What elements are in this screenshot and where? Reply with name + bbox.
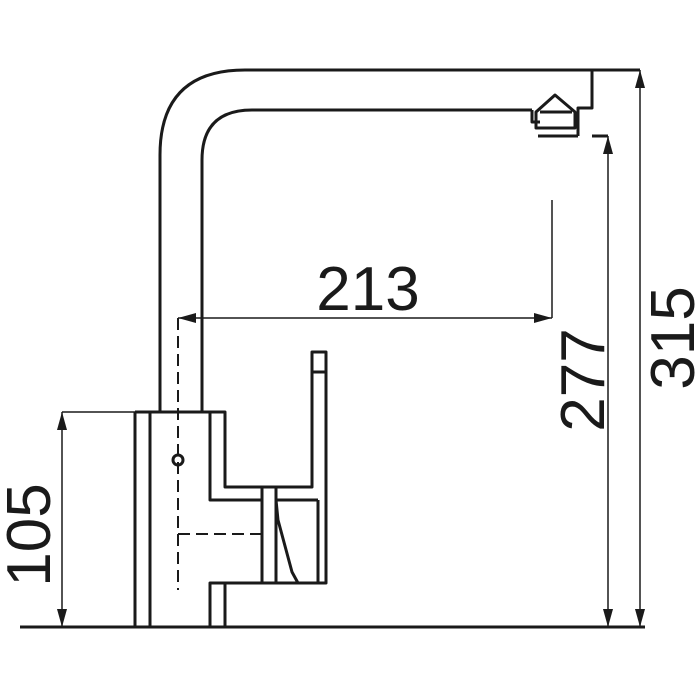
- faucet-outline: [20, 68, 645, 629]
- pivot-point: [171, 453, 185, 467]
- arrow-top: [635, 70, 645, 88]
- dimension-body-height: 105: [0, 411, 135, 627]
- arrow-top: [57, 412, 67, 430]
- arrow-right: [534, 313, 552, 323]
- arrow-bottom: [603, 609, 613, 627]
- total-height-label: 315: [639, 286, 700, 389]
- aerator: [530, 70, 608, 138]
- dimension-spout-reach: 213: [178, 200, 553, 324]
- dimension-spout-height: 277: [549, 136, 618, 627]
- body-height-label: 105: [0, 483, 64, 586]
- spout-inner-edge: [200, 108, 532, 412]
- dimension-total-height: 315: [635, 70, 700, 627]
- lever-handle: [276, 350, 328, 585]
- arrow-bottom: [635, 609, 645, 627]
- arrow-bottom: [57, 609, 67, 627]
- spout-height-label: 277: [549, 328, 618, 431]
- mixer-body: [135, 410, 264, 627]
- arrow-top: [603, 136, 613, 154]
- arrow-left: [178, 313, 196, 323]
- spout-reach-label: 213: [316, 255, 419, 324]
- spout-outer-edge: [158, 68, 640, 412]
- cartridge: [262, 485, 278, 585]
